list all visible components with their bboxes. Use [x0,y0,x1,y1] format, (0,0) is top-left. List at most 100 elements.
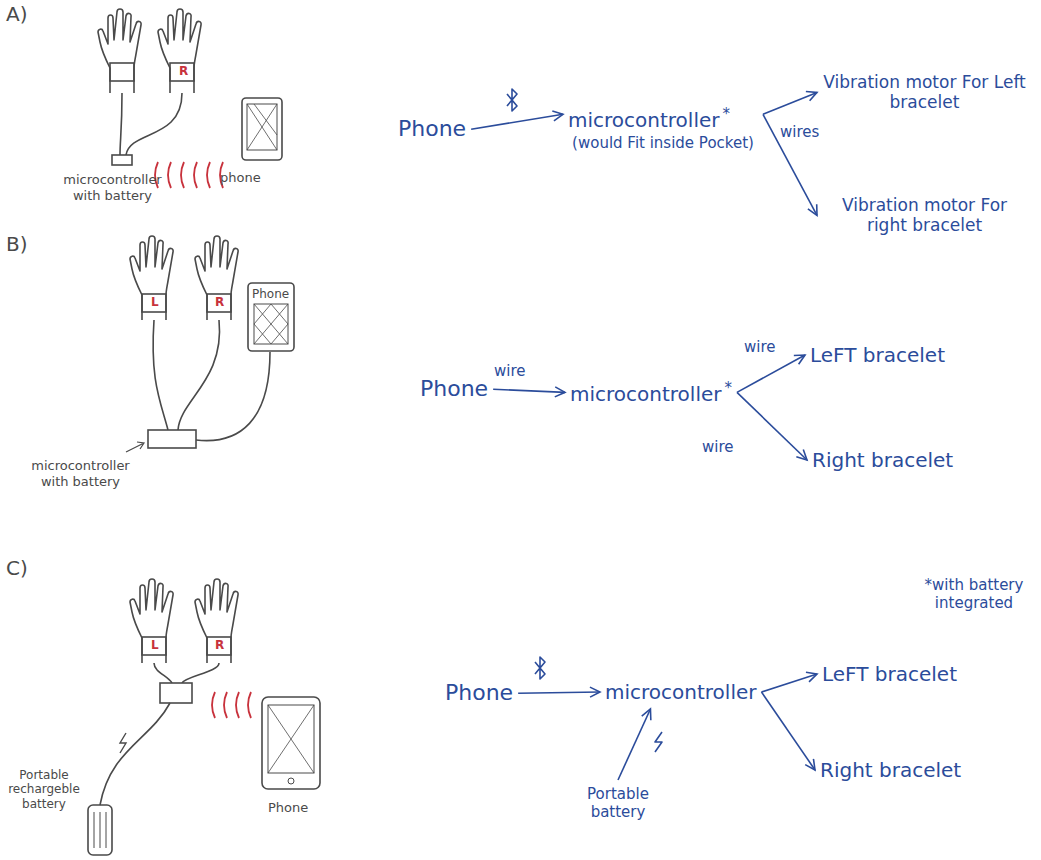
bracelet [110,63,134,81]
node-text: Right bracelet [812,448,953,472]
wire [126,93,182,155]
node-text: LeFT bracelet [810,343,945,367]
text-node: Phone [420,376,488,402]
arrow-connector [493,389,565,392]
sketch-label: Phone [252,287,289,301]
battery-icon [88,805,112,855]
hand [130,579,173,663]
bracelet [170,63,194,81]
phone-icon [242,98,282,160]
node-text: Vibration motor For right bracelet [842,195,1007,235]
text-node: Vibration motor For Left bracelet [822,72,1027,113]
text-node: Phone [445,680,513,706]
edge-label: wires [778,123,821,141]
bracelet [207,294,231,312]
node-text: LeFT bracelet [822,662,957,686]
node-text: Phone [445,680,513,705]
footnote-mark: * [724,379,732,397]
hand [195,579,238,663]
sketch-label: microcontroller with battery [55,172,170,203]
sketch-label: C) [6,556,28,580]
wire [153,320,168,430]
text-node: Vibration motor For right bracelet [822,195,1027,236]
sketch-c [88,579,320,855]
charge-mark [655,732,662,752]
screen-hatching [254,304,288,344]
bluetooth-symbols [507,89,662,752]
node-text: Phone [398,116,466,141]
bracelet [207,637,231,655]
node-text: Vibration motor For Left bracelet [823,72,1026,112]
phone-screen [254,304,288,344]
arrow-connector [518,692,600,693]
wire [154,663,172,683]
arrow-connector [737,355,805,392]
node-text: microcontroller [605,680,756,704]
sketch-label: phone [220,170,261,186]
text-node: Portable battery [578,785,658,821]
hand [130,236,173,320]
hand [158,9,201,93]
bracelet [142,294,166,312]
home-button [288,778,294,784]
wire [182,663,219,683]
sketch-label: *with battery integrated [912,576,1036,612]
screen-hatching [268,705,314,773]
phone-screen [247,104,277,150]
microcontroller-box [148,430,196,448]
microcontroller-box [112,155,132,165]
arrow-connector [737,392,807,460]
arrow-connector [761,692,815,770]
text-node: Right bracelet [820,758,961,782]
arrow-connector [761,674,817,692]
hand [98,9,141,93]
wireless-waves [212,692,251,718]
node-text: Right bracelet [820,758,961,782]
wire [120,93,122,155]
node-text: Phone [420,376,488,401]
screen-hatching [247,104,277,150]
phone-screen [268,705,314,773]
edge-label: wire [742,338,778,356]
node-text: (would Fit inside Pocket) [568,134,758,152]
sketch-label: microcontroller with battery [28,458,133,489]
arrow-connector [471,114,563,129]
text-node: microcontroller* (would Fit inside Pocket… [568,105,758,152]
sketch-label: R [215,295,224,309]
arrow-connector [763,92,817,114]
sketch-label: L [151,295,159,309]
phone-icon [262,697,320,789]
text-node: microcontroller [605,680,756,704]
sketch-label: Phone [268,800,308,816]
leader-arrow [126,442,144,452]
wireless-waves [155,162,223,188]
sketch-label: Portable rechargeble battery [2,768,86,811]
edge-label: wire [700,438,736,456]
sketch-label: L [151,638,159,652]
wire [196,352,270,441]
hand [195,236,238,320]
text-node: Phone [398,116,466,142]
battery-cells [94,812,106,848]
bracelet [142,637,166,655]
footnote-mark: * [722,105,730,123]
charge-mark [120,733,126,753]
bluetooth-symbol [507,89,517,111]
text-node: LeFT bracelet [810,343,945,367]
wire [100,703,170,805]
arrow-connector [618,709,650,780]
microcontroller-box [160,683,192,703]
text-node: LeFT bracelet [822,662,957,686]
sketch-b [126,236,294,452]
text-node: Right bracelet [812,448,953,472]
text-node: microcontroller* [570,379,732,406]
sketch-label: B) [6,232,28,256]
bluetooth-symbol [535,657,545,679]
sketch-label: R [179,64,188,78]
node-text: microcontroller [568,108,719,132]
sketch-label: A) [6,2,27,26]
node-text: microcontroller [570,382,721,406]
